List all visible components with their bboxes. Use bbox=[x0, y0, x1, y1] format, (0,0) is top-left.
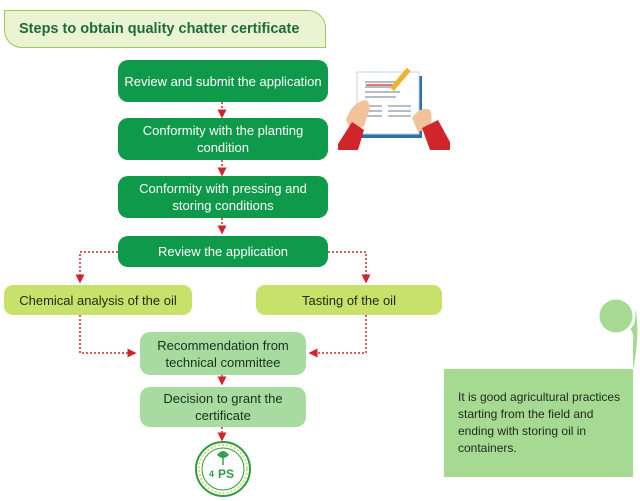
svg-text:4: 4 bbox=[209, 469, 214, 479]
arrow-s4-s5b bbox=[328, 251, 371, 284]
step-planting-condition: Conformity with the planting condition bbox=[118, 118, 328, 160]
document-hands-icon bbox=[338, 67, 450, 150]
step-review-application: Review the application bbox=[118, 236, 328, 267]
logo-text: PS bbox=[218, 467, 234, 481]
certificate-seal-icon: 4 PS bbox=[195, 441, 251, 497]
step-decision: Decision to grant the certificate bbox=[140, 387, 306, 427]
step-pressing-storing: Conformity with pressing and storing con… bbox=[118, 176, 328, 218]
step-tasting: Tasting of the oil bbox=[256, 285, 442, 315]
step-recommendation: Recommendation from technical committee bbox=[140, 332, 306, 375]
step-review-submit: Review and submit the application bbox=[118, 60, 328, 102]
arrow-s5a-s6 bbox=[79, 315, 137, 358]
step-chemical-analysis: Chemical analysis of the oil bbox=[4, 285, 192, 315]
arrow-s5b-s6 bbox=[308, 315, 367, 358]
note-bubble-shape bbox=[444, 296, 638, 373]
page-title: Steps to obtain quality chatter certific… bbox=[4, 10, 326, 48]
arrow-s4-s5a bbox=[75, 251, 118, 284]
note-text: It is good agricultural practices starti… bbox=[444, 369, 633, 477]
